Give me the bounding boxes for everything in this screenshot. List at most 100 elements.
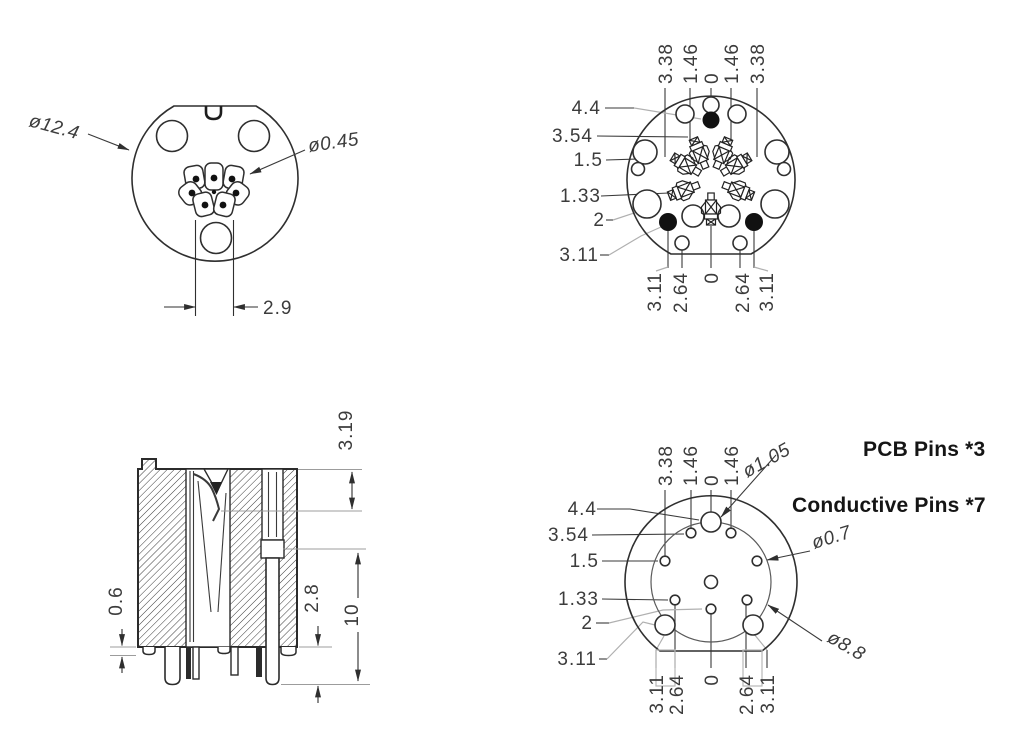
leader-line — [249, 149, 306, 175]
leader-line — [608, 608, 703, 624]
pin-hole — [681, 204, 705, 228]
center-dot — [211, 189, 217, 195]
dimension-label: 3.11 — [758, 674, 779, 714]
contact-dots — [188, 174, 240, 209]
contact-face-view: 3.38 1.46 0 1.46 3.38 4.4 3.54 1.5 1.33 … — [552, 43, 796, 313]
left-leaders — [591, 508, 703, 660]
mounting-hole — [199, 221, 233, 255]
solder-pin — [256, 647, 262, 677]
dimension-label: 3.19 — [336, 410, 357, 451]
conductive-pin-hole — [685, 527, 697, 539]
leader-line — [753, 633, 768, 651]
dimension-label: 3.11 — [647, 674, 668, 714]
pcb-pin-hole — [742, 614, 764, 636]
dimension-label: 2.64 — [737, 674, 758, 715]
pin-hole — [776, 161, 792, 177]
stub — [280, 647, 297, 657]
pin-hole — [632, 139, 658, 165]
pcb-pins-note: PCB Pins *3 — [863, 438, 985, 461]
stub — [142, 647, 156, 656]
dimension-label: 1.46 — [681, 445, 702, 486]
front-view: ø12.4 ø0.45 2.9 — [27, 105, 360, 319]
pin-hole — [717, 204, 741, 228]
conductive-pins-note: Conductive Pins *7 — [792, 494, 986, 517]
conductive-pin-hole — [725, 527, 737, 539]
dimension-label: 1.46 — [722, 43, 743, 84]
dimension-label: 1.46 — [681, 43, 702, 84]
dimension-label: 3.38 — [748, 43, 769, 84]
hidden-pin-body — [655, 649, 676, 687]
crimp-contact — [664, 175, 703, 206]
mounting-holes — [155, 119, 271, 255]
dimension-label: 3.11 — [757, 272, 778, 312]
pin-hole — [632, 189, 662, 219]
connector-outline — [624, 494, 798, 652]
conductive-pin-hole — [659, 555, 671, 567]
crimp-contact — [719, 175, 758, 206]
dimension-label: 3.11 — [645, 272, 666, 312]
spring-contact — [189, 471, 227, 642]
face-holes — [630, 96, 792, 251]
contact-dot — [188, 189, 196, 197]
center-hole — [703, 574, 719, 590]
connector-outline — [626, 95, 796, 255]
dimension-label: 3.54 — [552, 126, 593, 147]
leader-line — [766, 550, 811, 561]
conductive-pin-hole — [705, 603, 717, 615]
dimension-label: 2.64 — [733, 272, 754, 313]
pin-hole — [732, 235, 748, 251]
dimension-label: 1.5 — [570, 551, 599, 572]
bottom-extension-lines — [655, 605, 768, 668]
pin-hole — [727, 104, 747, 124]
leader-line — [606, 621, 656, 660]
leader-line — [591, 533, 685, 536]
dimension-label: 4.4 — [572, 98, 601, 119]
conductive-pin-hole — [751, 555, 763, 567]
crimp-contacts — [664, 134, 758, 226]
solder-pin — [230, 646, 239, 676]
footprint-labels: 3.38 1.46 0 1.46 4.4 3.54 1.5 1.33 2 3.1… — [548, 445, 779, 715]
pcb-pin-filled — [659, 213, 677, 231]
pin-hole — [764, 139, 790, 165]
contact-dot — [228, 175, 236, 183]
dimension-label: 2 — [593, 210, 605, 231]
left-leaders — [596, 107, 702, 256]
contact-dot — [219, 201, 227, 209]
hidden-pin-body — [742, 649, 763, 687]
pcb-pin-dia-label: ø1.05 — [739, 439, 794, 482]
dimension-label: 2.8 — [302, 583, 323, 612]
pin-hole — [674, 235, 690, 251]
mounting-hole — [237, 119, 271, 153]
solder-pin — [192, 646, 200, 680]
dimension-label: 3.11 — [557, 649, 597, 670]
pin-hole — [630, 161, 646, 177]
pcb-pin-hole — [654, 614, 676, 636]
leader-line — [87, 133, 130, 151]
pin-hole — [702, 96, 720, 114]
contact-tip — [210, 482, 222, 495]
leader-line — [596, 135, 689, 138]
leader-line — [600, 192, 670, 197]
leader-line — [767, 604, 823, 642]
solder-pin — [265, 557, 280, 686]
contact-dot — [210, 174, 218, 182]
dimension-label: 1.33 — [560, 186, 601, 207]
pin-hole — [675, 104, 695, 124]
leader-line — [720, 454, 777, 518]
right-pin — [265, 472, 280, 686]
pin-shoulder — [260, 539, 285, 559]
contact-dot — [201, 201, 209, 209]
leader-line — [753, 266, 769, 272]
solder-pin — [164, 647, 181, 686]
conductive-pin-dia-label: ø0.7 — [809, 522, 854, 554]
bottom-extension-lines — [655, 226, 769, 272]
section-dimensions: 3.19 0.6 2.8 10 — [106, 410, 370, 703]
dimension-label: 1.46 — [722, 445, 743, 486]
dimension-label: 0 — [702, 272, 723, 284]
stub — [217, 647, 231, 655]
dimension-label: 4.4 — [568, 499, 597, 520]
dimension-label: 1.5 — [574, 150, 603, 171]
entry-funnel — [202, 468, 230, 494]
